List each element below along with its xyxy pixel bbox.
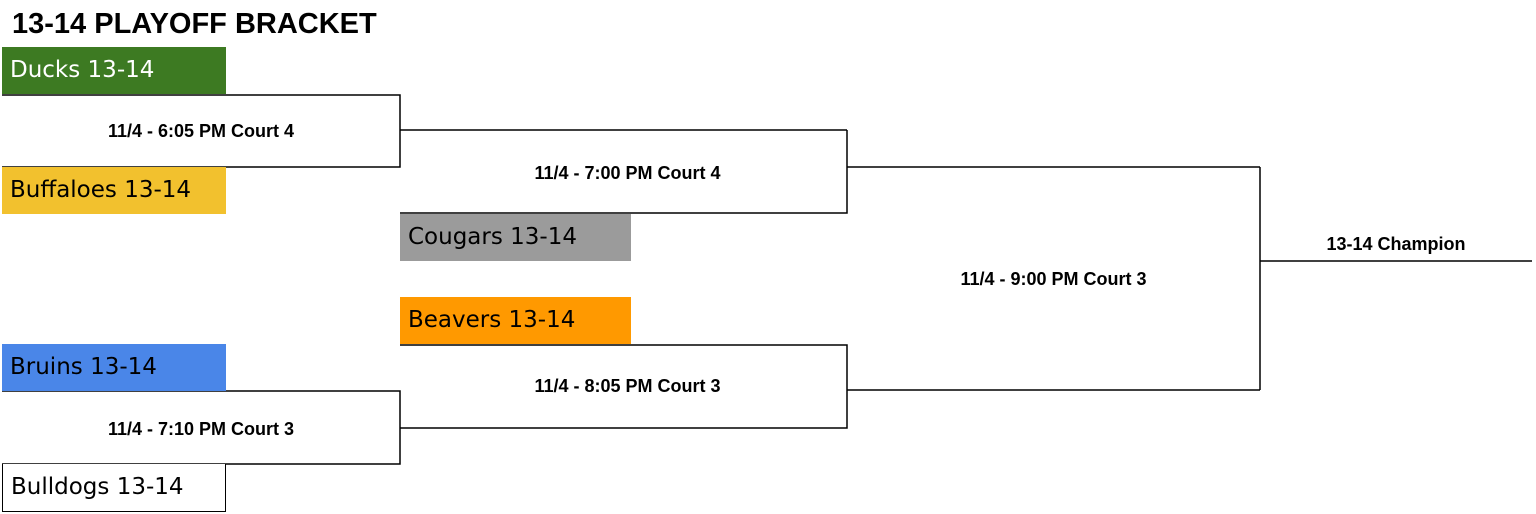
connector-r2-top — [400, 130, 848, 214]
game-label-final: 11/4 - 9:00 PM Court 3 — [960, 269, 1147, 289]
team-bulldogs: Bulldogs 13-14 — [2, 464, 226, 512]
team-ducks: Ducks 13-14 — [2, 47, 226, 94]
team-beavers: Beavers 13-14 — [400, 297, 631, 344]
team-bruins: Bruins 13-14 — [2, 344, 226, 391]
team-buffaloes: Buffaloes 13-14 — [2, 167, 226, 214]
team-cougars: Cougars 13-14 — [400, 214, 631, 261]
game-label-r2-top: 11/4 - 7:00 PM Court 4 — [534, 163, 721, 183]
game-label-r1-top: 11/4 - 6:05 PM Court 4 — [107, 121, 295, 141]
page-title: 13-14 PLAYOFF BRACKET — [12, 8, 377, 40]
champion-label: 13-14 Champion — [1326, 234, 1466, 254]
connector-r2-bottom — [400, 344, 848, 429]
game-label-r2-bottom: 11/4 - 8:05 PM Court 3 — [534, 376, 721, 396]
game-label-r1-bottom: 11/4 - 7:10 PM Court 3 — [107, 419, 295, 439]
